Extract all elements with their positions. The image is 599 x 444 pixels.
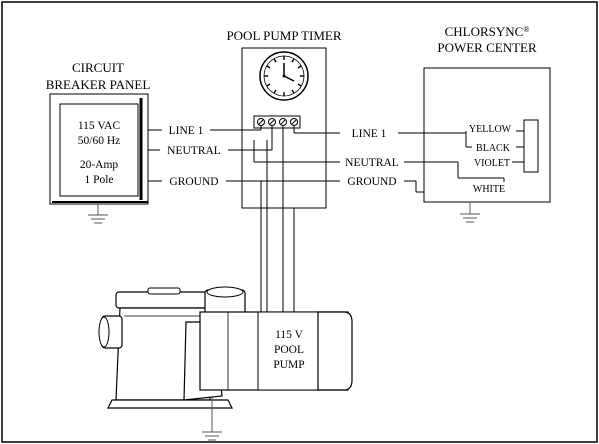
breaker-voltage: 115 VAC — [78, 120, 121, 132]
breaker-amperage: 20-Amp — [80, 159, 119, 171]
pump-voltage-label: 115 V — [275, 329, 303, 341]
power-center-internal-wires — [457, 130, 524, 182]
pump-label-line2: PUMP — [273, 359, 304, 371]
power-center-title-line1: CHLORSYNC® — [445, 24, 530, 39]
breaker-panel-box — [49, 93, 149, 205]
power-center-title-line2: POWER CENTER — [437, 40, 537, 55]
line1-wire-breaker-to-timer — [148, 126, 262, 131]
breaker-frequency: 50/60 Hz — [78, 135, 120, 147]
breaker-panel-title-line2: BREAKER PANEL — [46, 77, 151, 92]
wire-color-black: BLACK — [476, 143, 511, 154]
timer-terminal-strip — [253, 115, 301, 129]
ground-label-right: GROUND — [347, 176, 396, 188]
ground-label-left: GROUND — [169, 176, 218, 188]
neutral-wire-timer-to-power-center — [253, 140, 458, 163]
breaker-panel-title-line1: CIRCUIT — [72, 60, 124, 75]
neutral-label-left: NEUTRAL — [167, 145, 221, 157]
breaker-poles: 1 Pole — [84, 174, 113, 186]
timer-title: POOL PUMP TIMER — [226, 28, 341, 43]
wire-color-violet: VIOLET — [474, 158, 510, 169]
pump-ground-icon — [202, 396, 222, 441]
timer-clock-icon — [259, 51, 309, 101]
pool-pump-illustration — [98, 286, 353, 409]
wire-color-white: WHITE — [473, 184, 505, 195]
line1-wire-timer-to-power-center — [293, 126, 466, 134]
breaker-ground-icon — [88, 204, 108, 224]
power-center-terminal-block — [523, 119, 539, 173]
pump-label-line1: POOL — [274, 344, 304, 356]
line1-label-left: LINE 1 — [169, 125, 204, 137]
neutral-label-right: NEUTRAL — [345, 157, 399, 169]
power-center-ground-icon — [460, 202, 480, 223]
wire-color-yellow: YELLOW — [469, 124, 512, 135]
neutral-wire-breaker-to-timer — [148, 126, 273, 151]
pump-wires — [260, 126, 295, 312]
line1-label-right: LINE 1 — [352, 128, 387, 140]
